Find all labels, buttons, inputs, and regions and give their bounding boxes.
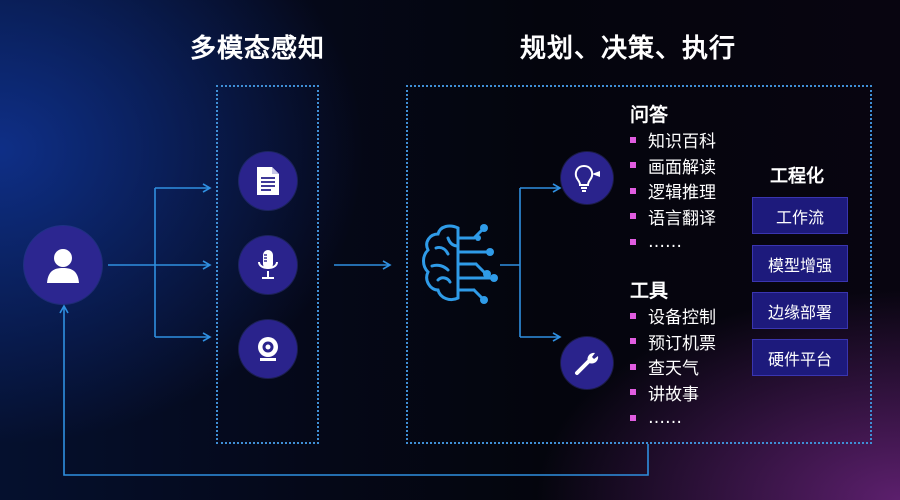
bullet (630, 238, 636, 245)
feedback-loop (59, 304, 649, 476)
lightbulb-icon (574, 164, 600, 192)
workflow-button[interactable]: 工作流 (752, 197, 848, 234)
bullet (630, 187, 636, 194)
planning-box (406, 85, 872, 444)
document-node (239, 152, 297, 210)
list-item: 逻辑推理 (628, 178, 716, 204)
user-icon (47, 249, 79, 283)
wrench-icon (575, 352, 599, 375)
tools-list: 设备控制 预订机票 查天气 讲故事 …… (628, 303, 716, 431)
list-item: 语言翻译 (628, 204, 716, 230)
user-avatar (24, 226, 102, 304)
perception-box (216, 85, 319, 444)
list-item: 讲故事 (628, 380, 716, 406)
tools-title: 工具 (630, 280, 669, 302)
bullet (630, 162, 636, 169)
list-item: 查天气 (628, 354, 716, 380)
planning-heading: 规划、决策、执行 (520, 34, 737, 64)
bullet (630, 414, 636, 421)
bullet (630, 136, 636, 143)
hardware-platform-button[interactable]: 硬件平台 (752, 339, 848, 376)
webcam-icon (258, 337, 278, 361)
bullet (630, 363, 636, 370)
list-item: 设备控制 (628, 303, 716, 329)
qa-title: 问答 (630, 104, 669, 126)
list-item: …… (628, 405, 716, 431)
perception-heading: 多模态感知 (190, 34, 326, 64)
bullet (630, 389, 636, 396)
microphone-icon (258, 250, 278, 279)
qa-list: 知识百科 画面解读 逻辑推理 语言翻译 …… (628, 127, 716, 255)
bullet (630, 312, 636, 319)
model-enhance-button[interactable]: 模型增强 (752, 245, 848, 282)
list-item: 知识百科 (628, 127, 716, 153)
webcam-node (239, 320, 297, 378)
qa-node (561, 152, 613, 204)
tools-node (561, 337, 613, 389)
list-item: …… (628, 229, 716, 255)
bullet (630, 338, 636, 345)
bullet (630, 213, 636, 220)
brain-circuit-icon (422, 224, 498, 304)
document-icon (257, 167, 279, 195)
list-item: 画面解读 (628, 153, 716, 179)
microphone-node (239, 236, 297, 294)
edge-deploy-button[interactable]: 边缘部署 (752, 292, 848, 329)
list-item: 预订机票 (628, 329, 716, 355)
engineering-title: 工程化 (770, 166, 824, 187)
